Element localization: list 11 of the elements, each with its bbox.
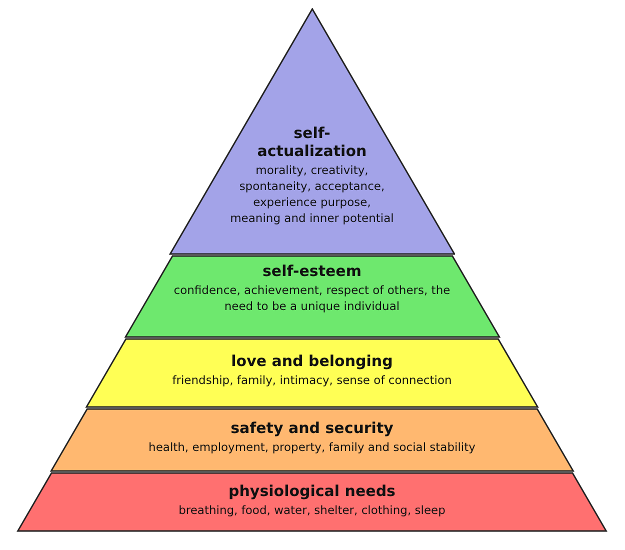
tier-description: health, employment, property, family and social stability [148,439,476,455]
tier-description: friendship, family, intimacy, sense of connection [171,372,453,388]
tier-description: breathing, food, water, shelter, clothing, sleep [178,502,446,518]
tier-description: morality, creativity, spontaneity, acceptance, experience purpose, meaning and inner potential [229,162,394,226]
tier-heading: love and belonging [230,352,394,370]
tier-description: confidence, achievement, respect of others, the need to be a unique individual [172,282,452,314]
tier-heading: physiological needs [228,482,396,500]
tier-heading: safety and security [230,419,394,437]
pyramid-apex [168,8,456,255]
tier-heading: self-esteem [261,262,362,280]
tier-heading: self-actualization [256,124,367,160]
